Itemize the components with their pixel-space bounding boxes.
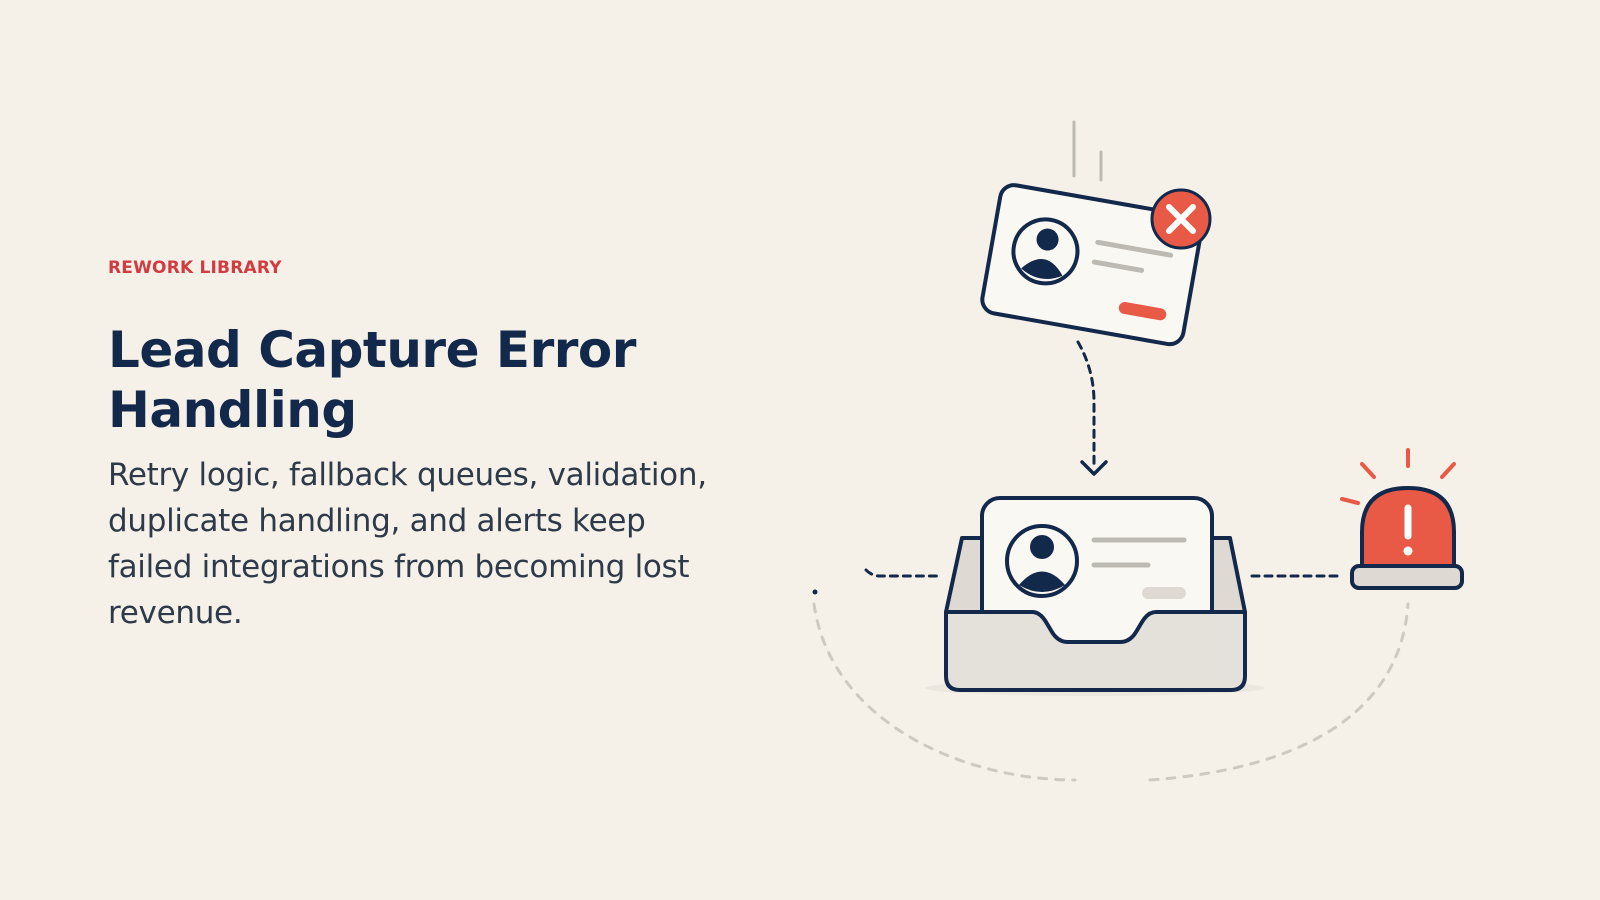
motion-lines (1072, 120, 1103, 182)
error-x-badge-icon (1150, 188, 1212, 250)
page-description: Retry logic, fallback queues, validation… (108, 457, 707, 631)
avatar-icon (1005, 524, 1079, 598)
page-title: Lead Capture Error Handling (108, 321, 636, 439)
text-block: REWORK LIBRARY Lead Capture Error Handli… (108, 258, 708, 636)
connector-left (864, 568, 944, 578)
alert-siren-icon (1340, 448, 1464, 590)
inbox-tray-icon (925, 496, 1265, 696)
arc-end-dot (812, 589, 818, 595)
avatar-icon (1011, 217, 1080, 286)
eyebrow-label: REWORK LIBRARY (108, 258, 282, 278)
dashed-arc-left (812, 602, 1077, 782)
down-arrow-icon (1076, 340, 1108, 476)
failed-lead-card-icon (980, 183, 1204, 347)
dashed-arc-right (1148, 602, 1410, 782)
